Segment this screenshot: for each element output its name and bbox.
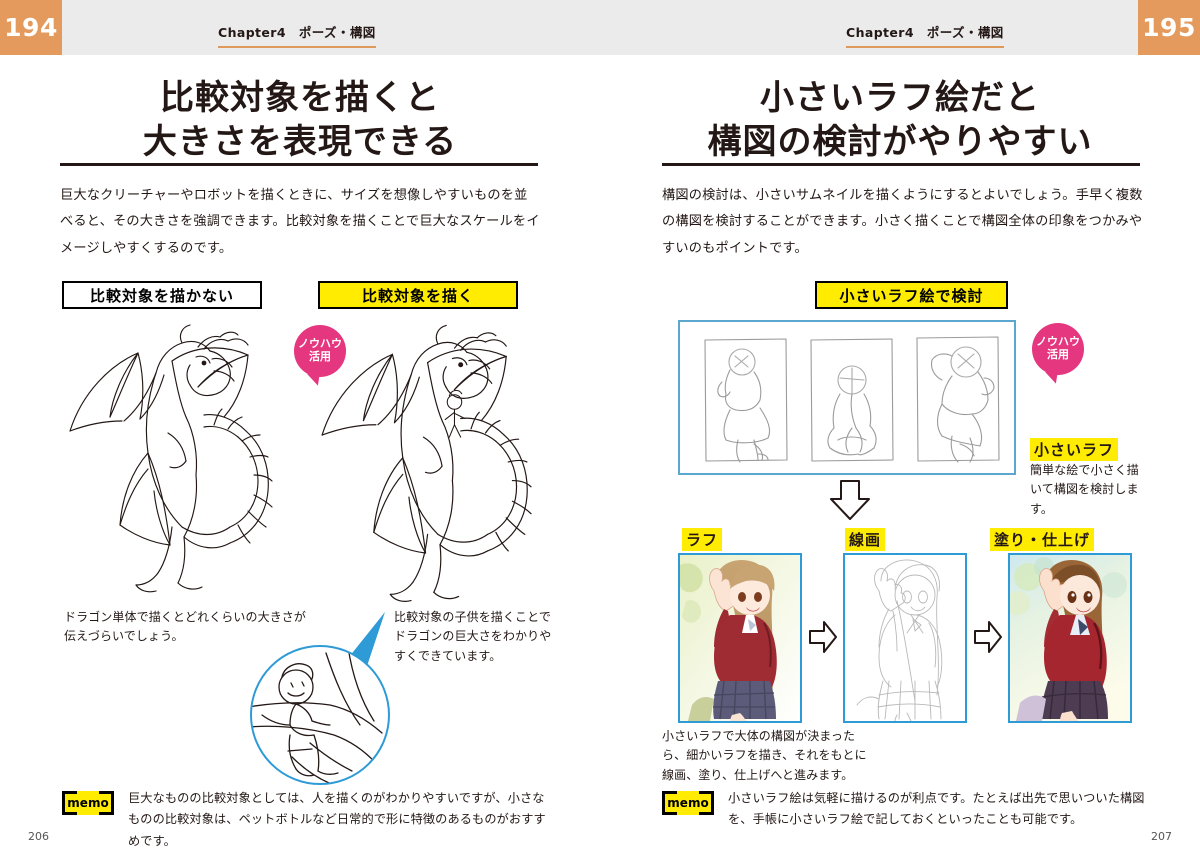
memo-badge-right-label: memo: [667, 796, 709, 810]
illustration-colored: [1008, 553, 1132, 723]
right-title-rule: [662, 163, 1140, 166]
magnifier-detail-circle: [250, 645, 390, 785]
dragon-illustration-plain: [52, 313, 287, 603]
right-title-line1: 小さいラフ絵だと: [760, 78, 1040, 118]
annotation-text-small-rough: 簡単な絵で小さく描いて構図を検討します。: [1030, 463, 1139, 516]
right-page: 小さいラフ絵だと 構図の検討がやりやすい 構図の検討は、小さいサムネイルを描くよ…: [600, 55, 1200, 853]
memo-left-text: 巨大なものの比較対象としては、人を描くのがわかりやすいですが、小さなものの比較対…: [128, 791, 546, 848]
thumbnail-sketch-2: [808, 336, 896, 468]
running-head-right: Chapter4 ポーズ・構図: [846, 22, 1004, 48]
left-title-rule: [60, 163, 538, 166]
step-label-coloring: 塗り・仕上げ: [990, 528, 1095, 551]
left-body-text: 巨大なクリーチャーやロボットを描くときに、サイズを想像しやすいものを並べると、そ…: [60, 188, 540, 256]
running-head-left: Chapter4 ポーズ・構図: [218, 22, 376, 48]
thumbnail-sketches-panel: [678, 320, 1016, 475]
label-with-comparison: 比較対象を描く: [318, 281, 518, 309]
folio-right: 207: [1151, 830, 1172, 843]
right-page-title: 小さいラフ絵だと 構図の検討がやりやすい: [600, 77, 1200, 164]
label-no-comparison: 比較対象を描かない: [62, 281, 262, 309]
knowhow-badge-right-line1: ノウハウ: [1036, 335, 1080, 349]
memo-badge-right: memo: [662, 791, 714, 815]
down-arrow-icon: [828, 479, 872, 521]
memo-badge-left: memo: [62, 791, 114, 815]
arrow-icon-rough-to-lineart: [808, 620, 838, 654]
thumbnail-sketch-3: [914, 334, 1002, 468]
left-page-title: 比較対象を描くと 大きさを表現できる: [0, 77, 600, 164]
left-page: 比較対象を描くと 大きさを表現できる 巨大なクリーチャーやロボットを描くときに、…: [0, 55, 600, 853]
dragon-illustration-with-child: [300, 313, 550, 613]
folio-left: 206: [28, 830, 49, 843]
illustration-lineart: [843, 553, 967, 723]
caption-plain-dragon: ドラゴン単体で描くとどれくらいの大きさが伝えづらいでしょう。: [64, 610, 307, 644]
page-number-tab-left: 194: [0, 0, 62, 55]
step-label-lineart: 線画: [845, 528, 886, 551]
left-title-line1: 比較対象を描くと: [160, 78, 440, 118]
header-band: [0, 0, 1200, 55]
memo-right: memo 小さいラフ絵は気軽に描けるのが利点です。たとえば出先で思いついた構図を…: [662, 788, 1152, 831]
caption-with-child: 比較対象の子供を描くことでドラゴンの巨大さをわかりやすくできています。: [394, 610, 552, 663]
label-thumbnail-study: 小さいラフ絵で検討: [815, 281, 1008, 309]
right-body-text: 構図の検討は、小さいサムネイルを描くようにするとよいでしょう。手早く複数の構図を…: [662, 188, 1143, 256]
annotation-title-small-rough: 小さいラフ: [1030, 438, 1119, 461]
memo-left: memo 巨大なものの比較対象としては、人を描くのがわかりやすいですが、小さなも…: [62, 788, 552, 852]
thumbnail-sketch-1: [702, 336, 790, 468]
arrow-icon-lineart-to-color: [973, 620, 1003, 654]
right-title-line2: 構図の検討がやりやすい: [707, 121, 1093, 162]
knowhow-badge-right: ノウハウ 活用: [1032, 323, 1084, 375]
illustration-rough: [678, 553, 802, 723]
knowhow-badge-right-line2: 活用: [1047, 348, 1069, 361]
page-number-tab-right: 195: [1138, 0, 1200, 55]
knowhow-badge-left-line1: ノウハウ: [298, 337, 342, 351]
step-label-rough: ラフ: [682, 528, 723, 551]
left-title-line2: 大きさを表現できる: [142, 121, 458, 162]
memo-right-text: 小さいラフ絵は気軽に描けるのが利点です。たとえば出先で思いついた構図を、手帳に小…: [728, 791, 1145, 827]
knowhow-badge-left: ノウハウ 活用: [294, 325, 346, 377]
memo-badge-left-label: memo: [67, 796, 109, 810]
caption-steps: 小さいラフで大体の構図が決まったら、細かいラフを描き、それをもとに線画、塗り、仕…: [662, 729, 867, 782]
knowhow-badge-left-line2: 活用: [309, 350, 331, 363]
